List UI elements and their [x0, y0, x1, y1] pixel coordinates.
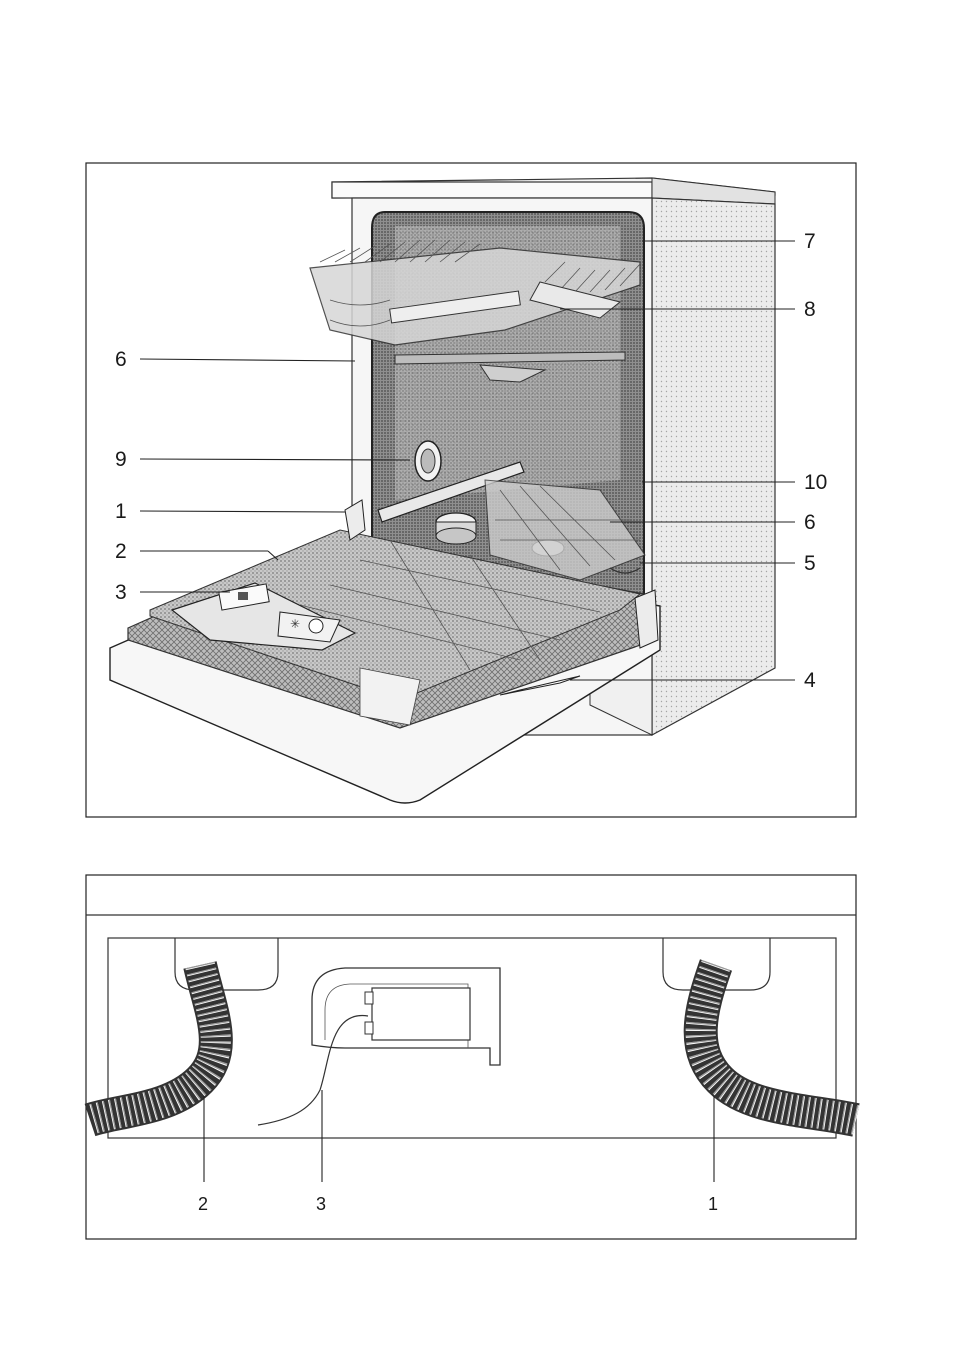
supply-hose-right — [663, 938, 856, 1120]
svg-text:✳: ✳ — [290, 617, 300, 631]
callout-right-4: 4 — [804, 669, 816, 692]
callout-hose-1: 1 — [708, 1194, 718, 1214]
callout-sensor-3: 3 — [316, 1194, 326, 1214]
callout-left-6: 6 — [115, 348, 127, 371]
dishwasher-figure: ✳ 6 9 1 2 3 7 8 — [86, 163, 856, 817]
callout-left-9: 9 — [115, 448, 127, 471]
callout-right-5: 5 — [804, 552, 816, 575]
callout-left-3: 3 — [115, 581, 127, 604]
hose-connection-figure: 2 3 1 — [86, 875, 856, 1239]
callout-right-6: 6 — [804, 511, 816, 534]
callout-hose-2: 2 — [198, 1194, 208, 1214]
drain-hose-left — [90, 938, 278, 1120]
callout-left-2: 2 — [115, 540, 127, 563]
callout-left-1: 1 — [115, 500, 127, 523]
sensor-connector — [258, 968, 500, 1125]
callout-right-10: 10 — [804, 471, 827, 494]
callout-right-7: 7 — [804, 230, 816, 253]
callout-right-8: 8 — [804, 298, 816, 321]
